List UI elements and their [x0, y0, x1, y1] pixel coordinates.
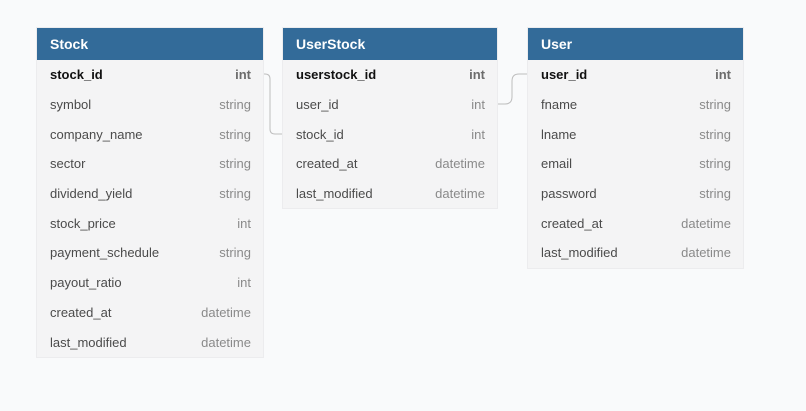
table-row[interactable]: email string [528, 149, 743, 179]
table-row[interactable]: fname string [528, 90, 743, 120]
field-type: string [699, 186, 731, 202]
field-name: stock_price [50, 215, 116, 231]
field-type: datetime [435, 186, 485, 202]
field-name: user_id [296, 97, 339, 113]
table-row[interactable]: last_modified datetime [528, 238, 743, 268]
table-userstock[interactable]: UserStock userstock_id int user_id int s… [283, 28, 497, 209]
table-row[interactable]: password string [528, 179, 743, 209]
field-name: last_modified [50, 334, 127, 350]
table-row[interactable]: stock_id int [37, 60, 263, 90]
field-name: created_at [541, 215, 603, 231]
table-stock[interactable]: Stock stock_id int symbol string company… [37, 28, 263, 357]
table-row[interactable]: last_modified datetime [37, 327, 263, 357]
field-type: string [219, 186, 251, 202]
field-type: int [469, 67, 485, 83]
field-type: int [235, 67, 251, 83]
field-type: int [471, 97, 485, 113]
table-row[interactable]: dividend_yield string [37, 179, 263, 209]
table-row[interactable]: last_modified datetime [283, 179, 497, 209]
table-stock-title[interactable]: Stock [37, 28, 263, 60]
connector-userstock-user [497, 73, 528, 105]
table-userstock-title[interactable]: UserStock [283, 28, 497, 60]
field-name: userstock_id [296, 67, 377, 83]
table-row[interactable]: userstock_id int [283, 60, 497, 90]
table-row[interactable]: sector string [37, 149, 263, 179]
field-name: stock_id [296, 126, 344, 142]
field-name: dividend_yield [50, 186, 133, 202]
field-name: lname [541, 126, 577, 142]
table-row[interactable]: payment_schedule string [37, 238, 263, 268]
field-name: fname [541, 97, 578, 113]
field-name: last_modified [296, 186, 373, 202]
field-name: user_id [541, 67, 588, 83]
table-row[interactable]: company_name string [37, 119, 263, 149]
field-type: string [699, 126, 731, 142]
field-type: int [237, 275, 251, 291]
field-name: created_at [50, 304, 112, 320]
table-row[interactable]: created_at datetime [37, 298, 263, 328]
field-name: payment_schedule [50, 245, 160, 261]
table-user[interactable]: User user_id int fname string lname stri… [528, 28, 743, 268]
connector-stock-userstock [263, 73, 283, 135]
field-name: sector [50, 156, 86, 172]
field-type: string [699, 156, 731, 172]
field-name: email [541, 156, 573, 172]
field-type: string [699, 97, 731, 113]
field-name: symbol [50, 97, 92, 113]
table-row[interactable]: created_at datetime [528, 208, 743, 238]
field-name: created_at [296, 156, 358, 172]
table-row[interactable]: stock_price int [37, 208, 263, 238]
table-row[interactable]: payout_ratio int [37, 268, 263, 298]
field-type: int [237, 215, 251, 231]
field-type: string [219, 97, 251, 113]
field-name: payout_ratio [50, 275, 122, 291]
field-type: datetime [681, 215, 731, 231]
table-row[interactable]: stock_id int [283, 119, 497, 149]
field-type: int [471, 126, 485, 142]
table-row[interactable]: lname string [528, 119, 743, 149]
table-row[interactable]: user_id int [528, 60, 743, 90]
field-type: datetime [201, 304, 251, 320]
field-type: string [219, 245, 251, 261]
field-name: stock_id [50, 67, 103, 83]
field-name: company_name [50, 126, 143, 142]
field-name: password [541, 186, 597, 202]
table-user-title[interactable]: User [528, 28, 743, 60]
field-type: datetime [201, 334, 251, 350]
table-row[interactable]: created_at datetime [283, 149, 497, 179]
table-row[interactable]: user_id int [283, 90, 497, 120]
field-type: string [219, 126, 251, 142]
field-type: string [219, 156, 251, 172]
table-row[interactable]: symbol string [37, 90, 263, 120]
field-type: datetime [435, 156, 485, 172]
field-type: int [715, 67, 731, 83]
field-type: datetime [681, 245, 731, 261]
field-name: last_modified [541, 245, 618, 261]
